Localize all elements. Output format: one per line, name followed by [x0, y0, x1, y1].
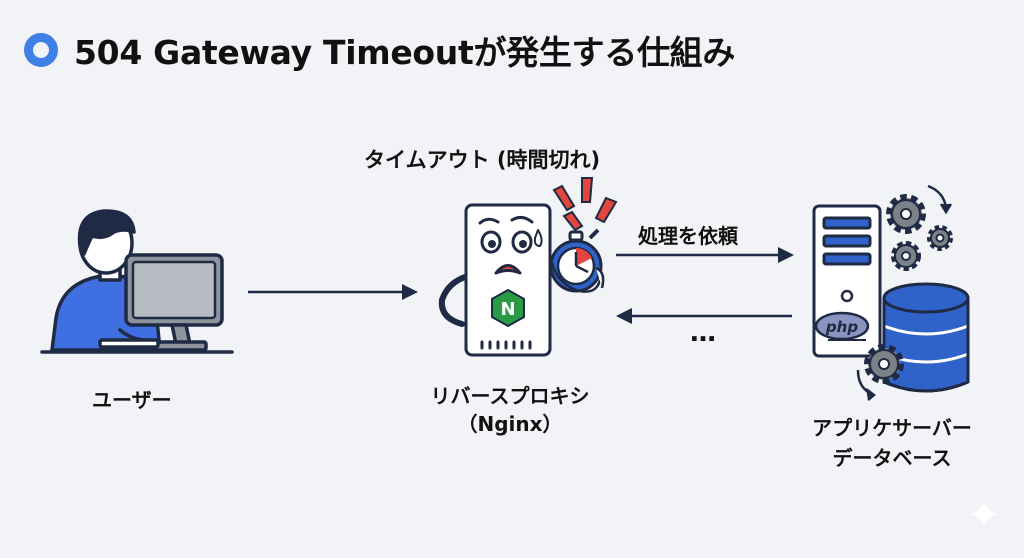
user-label: ユーザー	[92, 388, 172, 412]
php-logo-text: php	[825, 318, 858, 336]
stopwatch-icon	[549, 228, 605, 293]
request-label: 処理を依頼	[638, 224, 738, 248]
nginx-logo-letter: N	[500, 299, 515, 320]
gear-icon	[864, 344, 904, 384]
rotate-arrow-icon	[856, 184, 953, 401]
alert-marks-icon	[552, 177, 618, 232]
proxy-label-line1: リバースプロキシ	[430, 384, 590, 408]
proxy-label-line2: （Nginx）	[457, 412, 563, 436]
sparkle-icon	[970, 500, 998, 528]
title-bar: 504 Gateway Timeoutが発生する仕組み	[24, 26, 735, 74]
gear-icon	[886, 194, 926, 234]
user-at-computer-icon	[40, 209, 234, 354]
arrow-user-to-proxy	[248, 284, 418, 300]
nginx-logo-icon: N	[491, 288, 525, 328]
timeout-label: タイムアウト (時間切れ)	[364, 148, 601, 172]
gear-icon	[891, 241, 921, 271]
server-face-icon	[438, 203, 552, 357]
arrow-proxy-to-backend	[616, 247, 794, 263]
php-logo-icon: php	[814, 311, 870, 341]
page-title: 504 Gateway Timeoutが発生する仕組み	[74, 33, 736, 72]
backend-label-line2: データベース	[832, 446, 952, 470]
gear-icon	[927, 225, 953, 251]
backend-label-line1: アプリケサーバー	[812, 416, 972, 440]
arrow-backend-to-proxy	[616, 308, 792, 324]
title-ring-icon	[24, 33, 58, 67]
ellipsis-label: …	[690, 318, 716, 348]
